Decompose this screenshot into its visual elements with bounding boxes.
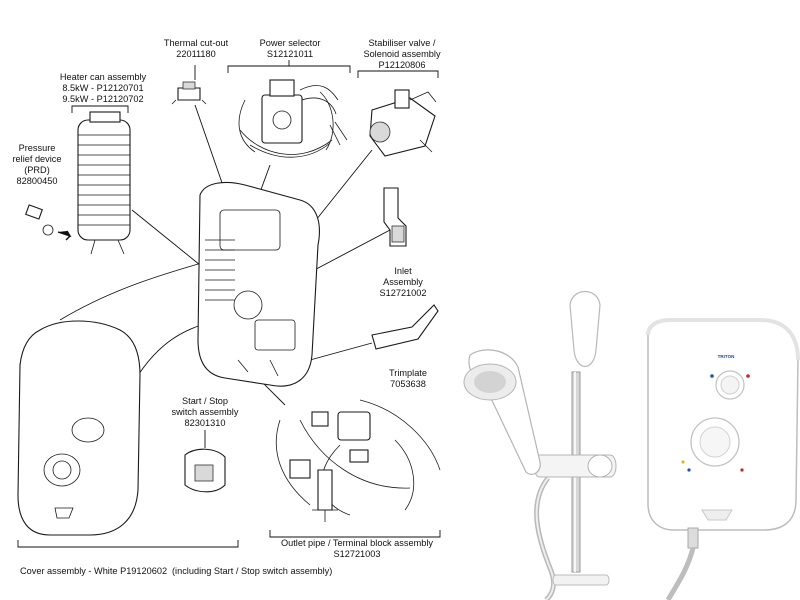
label-heater-name: Heater can assembly <box>59 72 147 82</box>
label-inlet-code: S12721002 <box>379 288 427 298</box>
shower-head-photo <box>463 290 617 600</box>
label-inlet-assembly: Inlet Assembly S12721002 <box>372 266 434 299</box>
label-power-selector: Power selector S12121011 <box>248 38 332 60</box>
label-thermal-name: Thermal cut-out <box>163 38 229 48</box>
label-outlet-terminal: Outlet pipe / Terminal block assembly S1… <box>272 538 442 560</box>
label-inlet-line1: Inlet <box>394 266 412 276</box>
label-thermal-code: 22011180 <box>176 49 216 59</box>
label-stabiliser-valve: Stabiliser valve / Solenoid assembly P12… <box>352 38 452 71</box>
label-power-name: Power selector <box>259 38 321 48</box>
heater-can-part <box>77 111 131 255</box>
label-cover-note-text: (including Start / Stop switch assembly) <box>172 566 333 576</box>
label-cover-assembly: Cover assembly - White P19120602 <box>20 566 170 577</box>
label-prd-line3: (PRD) <box>24 165 50 175</box>
outlet-terminal-part <box>275 399 441 522</box>
label-heater-code1: 8.5kW - P12120701 <box>62 83 144 93</box>
trimplate-part <box>371 304 439 350</box>
label-outlet-code: S12721003 <box>333 549 381 559</box>
label-stabiliser-code: P12120806 <box>378 60 426 70</box>
stabiliser-valve-part <box>369 89 437 157</box>
power-selector-part <box>238 79 348 158</box>
prd-part <box>25 204 72 241</box>
label-cover-note: (including Start / Stop switch assembly) <box>172 566 332 577</box>
label-thermal-cutout: Thermal cut-out 22011180 <box>158 38 234 60</box>
cover-part <box>17 320 141 536</box>
label-power-code: S12121011 <box>266 49 314 59</box>
start-stop-switch-part <box>184 448 226 493</box>
label-prd-line2: relief device <box>12 154 62 164</box>
label-prd: Pressure relief device (PRD) 82800450 <box>6 143 68 187</box>
brand-logo-text: TRITON <box>717 354 735 359</box>
label-stabiliser-line1: Stabiliser valve / <box>368 38 436 48</box>
brand-logo: TRITON <box>706 354 746 359</box>
label-heater-can: Heater can assembly 8.5kW - P12120701 9.… <box>50 72 156 105</box>
label-trimplate-code: 7053638 <box>390 379 426 389</box>
label-trimplate: Trimplate 7053638 <box>380 368 436 390</box>
label-trimplate-name: Trimplate <box>389 368 427 378</box>
inlet-assembly-part <box>383 187 407 247</box>
label-inlet-line2: Assembly <box>383 277 423 287</box>
label-outlet-name: Outlet pipe / Terminal block assembly <box>280 538 433 548</box>
shower-unit-photo <box>646 318 800 600</box>
label-prd-line1: Pressure <box>18 143 56 153</box>
label-stabiliser-line2: Solenoid assembly <box>363 49 441 59</box>
label-startstop-code: 82301310 <box>184 418 226 428</box>
thermal-cutout-part <box>171 81 207 105</box>
label-start-stop: Start / Stop switch assembly 82301310 <box>164 396 246 429</box>
label-startstop-line1: Start / Stop <box>182 396 228 406</box>
label-cover-name: Cover assembly - White P19120602 <box>20 566 168 576</box>
label-prd-code: 82800450 <box>16 176 58 186</box>
backplate-part <box>197 181 320 387</box>
label-startstop-line2: switch assembly <box>171 407 239 417</box>
label-heater-code2: 9.5kW - P12120702 <box>62 94 144 104</box>
